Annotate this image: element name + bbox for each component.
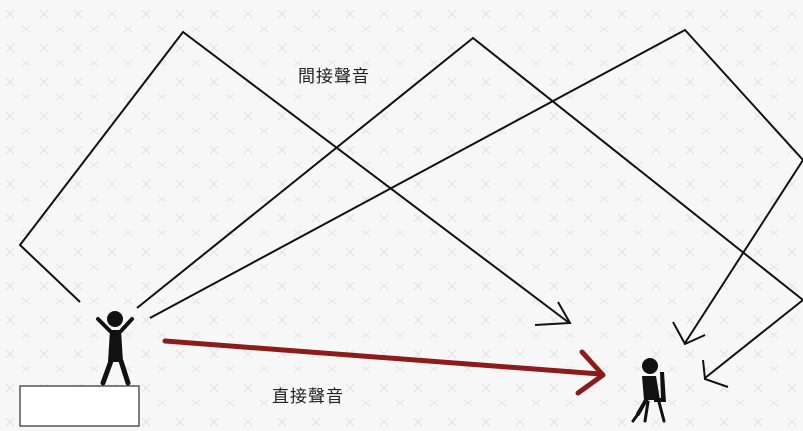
stage (19, 385, 140, 427)
seated-person-icon (631, 358, 666, 423)
direct-sound-line (162, 338, 603, 377)
arrowhead-2 (702, 359, 729, 388)
reflection-path-2 (136, 36, 803, 379)
reflection-path-3 (149, 28, 803, 344)
arrowhead-3 (672, 321, 706, 346)
person-arms-raised-icon (96, 311, 134, 386)
indirect-sound-label: 間接聲音 (298, 67, 370, 87)
arrowhead-1 (534, 301, 572, 326)
direct-sound-arrow (162, 338, 606, 396)
direct-sound-label: 直接聲音 (272, 387, 344, 407)
indirect-sound-paths (18, 28, 803, 388)
reflection-path-1 (18, 30, 569, 323)
direct-sound-arrowhead (575, 349, 606, 396)
